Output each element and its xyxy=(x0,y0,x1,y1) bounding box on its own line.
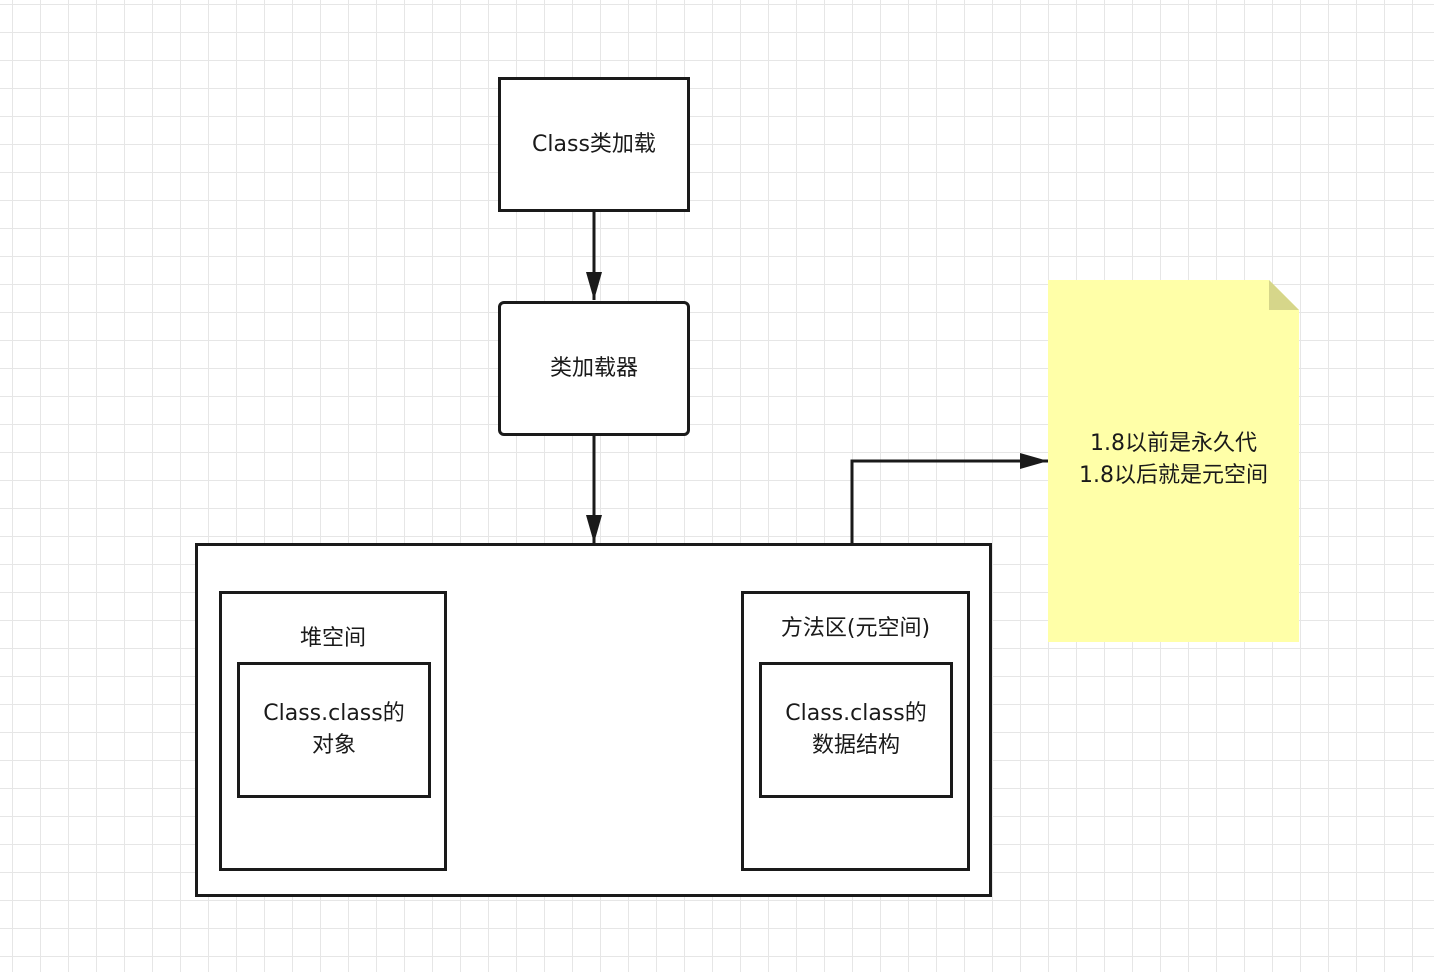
sticky-note-text: 1.8以前是永久代 1.8以后就是元空间 xyxy=(1079,431,1268,488)
method-area-struct-node[interactable]: Class.class的 数据结构 xyxy=(759,662,953,798)
arrowhead-2 xyxy=(586,515,602,543)
arrowhead-3 xyxy=(1020,453,1048,469)
heap-object-node[interactable]: Class.class的 对象 xyxy=(237,662,431,798)
class-loading-label: Class类加载 xyxy=(532,131,656,157)
class-loader-label: 类加载器 xyxy=(549,355,638,381)
class-loader-node[interactable]: 类加载器 xyxy=(498,301,690,436)
heap-space-title: 堆空间 xyxy=(299,626,366,651)
heap-object-label: Class.class的 对象 xyxy=(263,701,405,758)
sticky-note[interactable] xyxy=(1048,280,1299,642)
class-loading-node[interactable]: Class类加载 xyxy=(498,77,690,212)
method-area-title: 方法区(元空间) xyxy=(780,616,931,641)
method-area-struct-label: Class.class的 数据结构 xyxy=(785,701,927,758)
sticky-note-fold xyxy=(1269,280,1299,310)
arrowhead-1 xyxy=(586,272,602,300)
sticky-note-body xyxy=(1048,280,1299,642)
